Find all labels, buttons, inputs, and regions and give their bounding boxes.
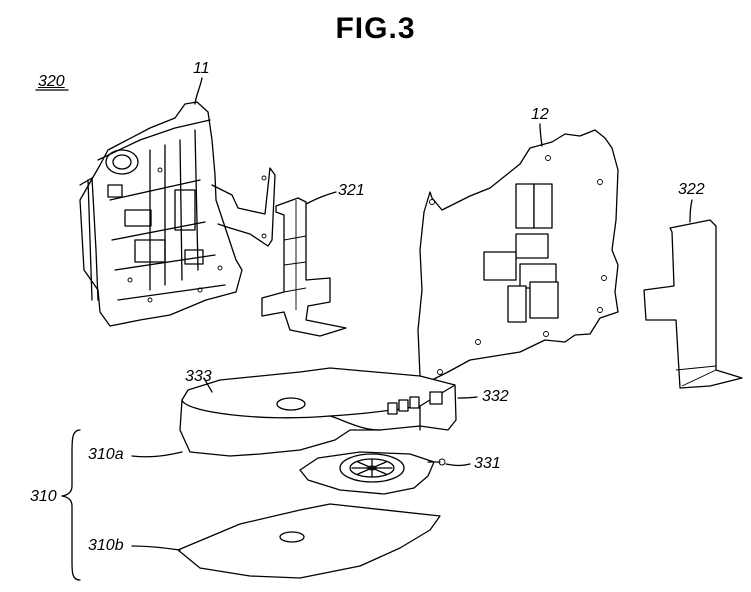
leader-331 xyxy=(445,463,471,467)
figure-title: FIG.3 xyxy=(335,12,416,45)
circuit-board-12 xyxy=(417,129,619,381)
label-310: 310 xyxy=(30,488,57,505)
label-310b: 310b xyxy=(88,537,124,554)
leader-321 xyxy=(305,191,337,205)
label-331: 331 xyxy=(474,455,501,472)
label-310a: 310a xyxy=(88,446,124,463)
leader-333 xyxy=(203,377,213,393)
label-320: 320 xyxy=(38,73,65,90)
leader-11 xyxy=(194,77,203,105)
label-321: 321 xyxy=(338,182,365,199)
label-11: 11 xyxy=(193,60,210,77)
brace-310 xyxy=(61,429,81,581)
bottom-plate-310b xyxy=(177,503,441,579)
flex-cable-322 xyxy=(643,219,743,389)
leader-310b xyxy=(131,545,181,551)
sensor-unit-11 xyxy=(79,101,276,327)
fan-331 xyxy=(299,451,446,495)
duct-333 xyxy=(179,367,457,457)
label-332: 332 xyxy=(482,388,509,405)
flex-cable-321 xyxy=(261,197,347,337)
label-322: 322 xyxy=(678,181,705,198)
leader-332 xyxy=(457,396,478,399)
label-333: 333 xyxy=(185,368,212,385)
leader-322 xyxy=(689,199,693,223)
label-12: 12 xyxy=(531,106,549,123)
leader-310a xyxy=(131,451,183,458)
leader-12 xyxy=(539,123,543,147)
